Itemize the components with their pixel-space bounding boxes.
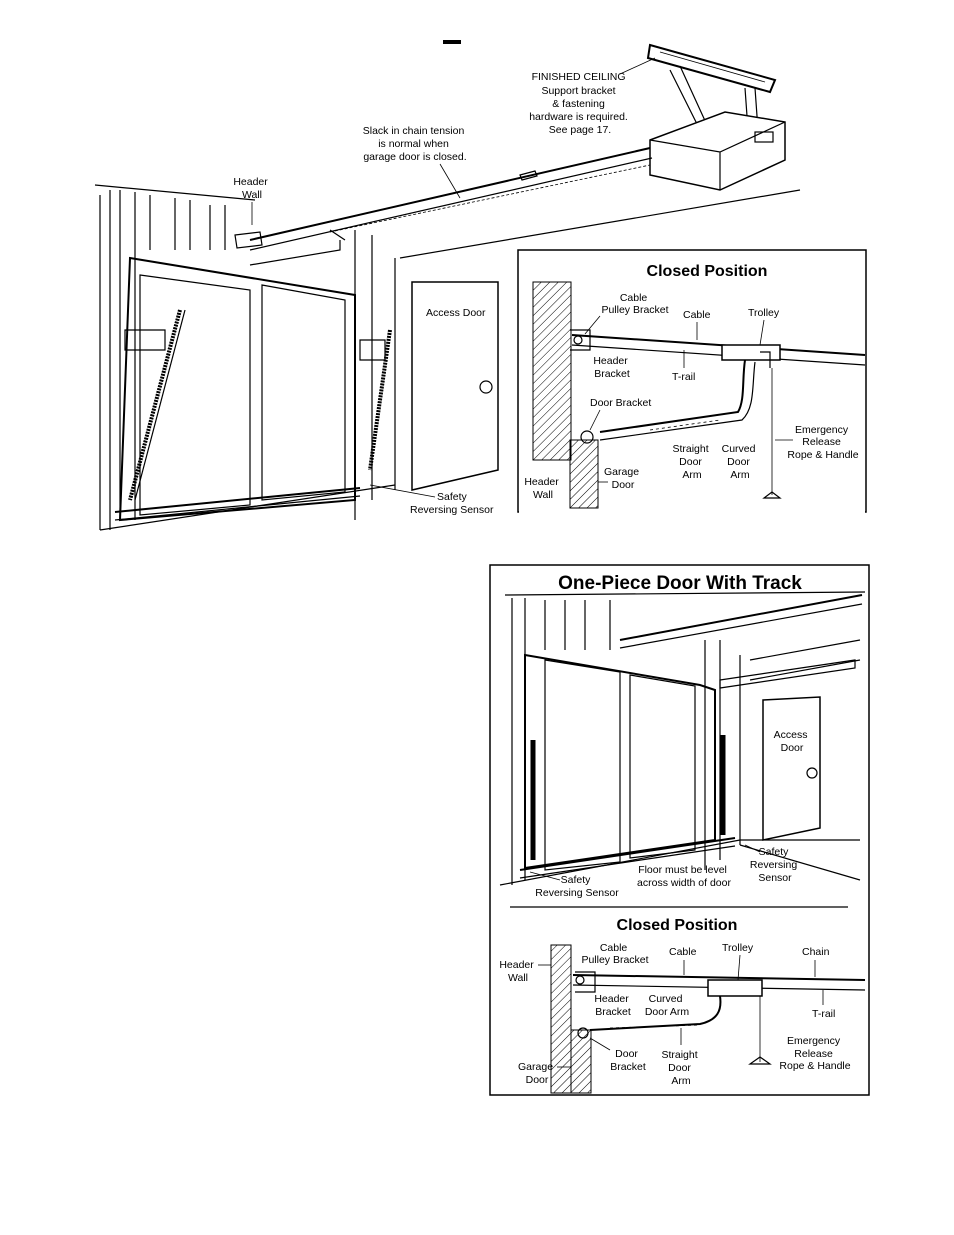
t-rail-label-2: T-rail <box>812 1008 835 1020</box>
door-bracket-1 <box>580 430 594 444</box>
door-bracket-label-1: Door Bracket <box>590 397 651 409</box>
cable-label-2: Cable <box>669 946 697 958</box>
release-handle-1 <box>762 491 782 499</box>
trolley-leader-1 <box>759 319 765 346</box>
t-rail-label-1: T-rail <box>672 371 695 383</box>
closed-position-title-1: Closed Position <box>647 263 768 280</box>
curved-arm-2 <box>589 995 722 1031</box>
header-bracket-2 <box>575 971 596 993</box>
t-rail-1-lower <box>571 344 866 366</box>
garage-door-panels <box>114 256 361 522</box>
access-door-label-2: Access Door <box>774 729 811 754</box>
emergency-release-label-2: Emergency Release Rope & Handle <box>779 1035 850 1072</box>
garage-door-hatch-2 <box>570 1029 592 1094</box>
door-bracket-leader-2 <box>589 1037 611 1051</box>
door-arm <box>249 229 346 266</box>
release-handle-2 <box>748 1056 772 1065</box>
door-bracket-2 <box>577 1027 589 1039</box>
header-wall-label-1: Header Wall <box>524 476 561 501</box>
cable-label-1: Cable <box>683 309 711 321</box>
door-bracket-leader-1 <box>589 409 601 431</box>
trolley-1 <box>721 344 781 361</box>
curved-arm-label-2: Curved Door Arm <box>645 993 690 1018</box>
emergency-release-label-1: Emergency Release Rope & Handle <box>787 424 858 461</box>
sensor-left-leader <box>529 871 561 881</box>
cable-pulley-bracket-1: Cable Pulley Bracket <box>601 292 668 316</box>
door-springs <box>124 309 392 501</box>
cable-pulley-leader-1 <box>584 315 601 335</box>
header-bracket-label-1: Header Bracket <box>593 355 630 380</box>
t-rail <box>249 147 653 251</box>
trolley-2 <box>707 979 763 997</box>
header-wall-hatch-2 <box>550 944 572 1094</box>
ceiling-edge <box>399 189 801 259</box>
header-wall-label-2: Header Wall <box>499 959 536 984</box>
garage-door-hatch <box>569 439 599 509</box>
t-rail-panel-lower <box>619 603 863 649</box>
curved-arm-label-1: Curved Door Arm <box>722 443 759 481</box>
one-piece-door-panel: One-Piece Door With Track <box>489 564 870 1096</box>
closed-position-inset-1: Closed Position Cable Pulley Bracket Cab… <box>517 249 867 515</box>
one-piece-door <box>519 653 856 879</box>
t-rail-panel <box>619 594 863 641</box>
safety-sensor-right: Safety Reversing Sensor <box>750 846 800 884</box>
t-rail-2 <box>572 974 866 981</box>
sensor-right-leader <box>744 844 761 853</box>
trolley-label-2: Trolley <box>722 942 754 954</box>
door-bracket-label-2: Door Bracket <box>610 1048 646 1073</box>
garage-door-label-2: Garage Door <box>518 1061 556 1086</box>
slack-leader <box>439 163 461 199</box>
sensor-leader <box>369 484 436 498</box>
curved-arm-1 <box>599 359 746 433</box>
cable-pulley-bracket-2: Cable Pulley Bracket <box>581 942 648 966</box>
small-mark <box>443 40 461 44</box>
access-door-2 <box>762 696 821 841</box>
header-bracket-label-2: Header Bracket <box>594 993 631 1018</box>
t-rail-1 <box>571 334 866 356</box>
opener-motor-unit <box>649 111 786 191</box>
closed-position-title-2: Closed Position <box>617 917 738 934</box>
trolley-leader-2 <box>737 954 741 981</box>
curved-arm-1-edge <box>599 361 756 441</box>
top-garage-illustration: FINISHED CEILING Support bracket & faste… <box>94 40 801 531</box>
trolley-label-1: Trolley <box>748 307 780 319</box>
floor-note: Floor must be level across width of door <box>637 864 731 889</box>
straight-arm-label-1: Straight Door Arm <box>672 443 711 481</box>
safety-sensor-left: Safety Reversing Sensor <box>535 874 619 899</box>
ceiling-note: FINISHED CEILING Support bracket & faste… <box>529 71 631 136</box>
garage-door-label-1: Garage Door <box>604 466 642 491</box>
header-bracket-1 <box>570 329 591 351</box>
one-piece-title: One-Piece Door With Track <box>558 573 802 594</box>
straight-arm-label-2: Straight Door Arm <box>661 1049 700 1087</box>
safety-sensor-label: Safety Reversing Sensor <box>410 491 494 516</box>
access-door <box>411 281 499 491</box>
slack-note: Slack in chain tension is normal when ga… <box>363 125 467 163</box>
access-door-label: Access Door <box>426 307 486 319</box>
header-wall-label: Header Wall <box>233 176 270 201</box>
chain-label-2: Chain <box>802 946 830 958</box>
ceiling-leader <box>619 57 656 75</box>
pulley-2 <box>575 975 585 985</box>
header-bracket <box>234 231 263 249</box>
trolley-hook <box>760 351 771 368</box>
header-wall-hatch <box>532 281 572 461</box>
pulley <box>573 335 583 345</box>
